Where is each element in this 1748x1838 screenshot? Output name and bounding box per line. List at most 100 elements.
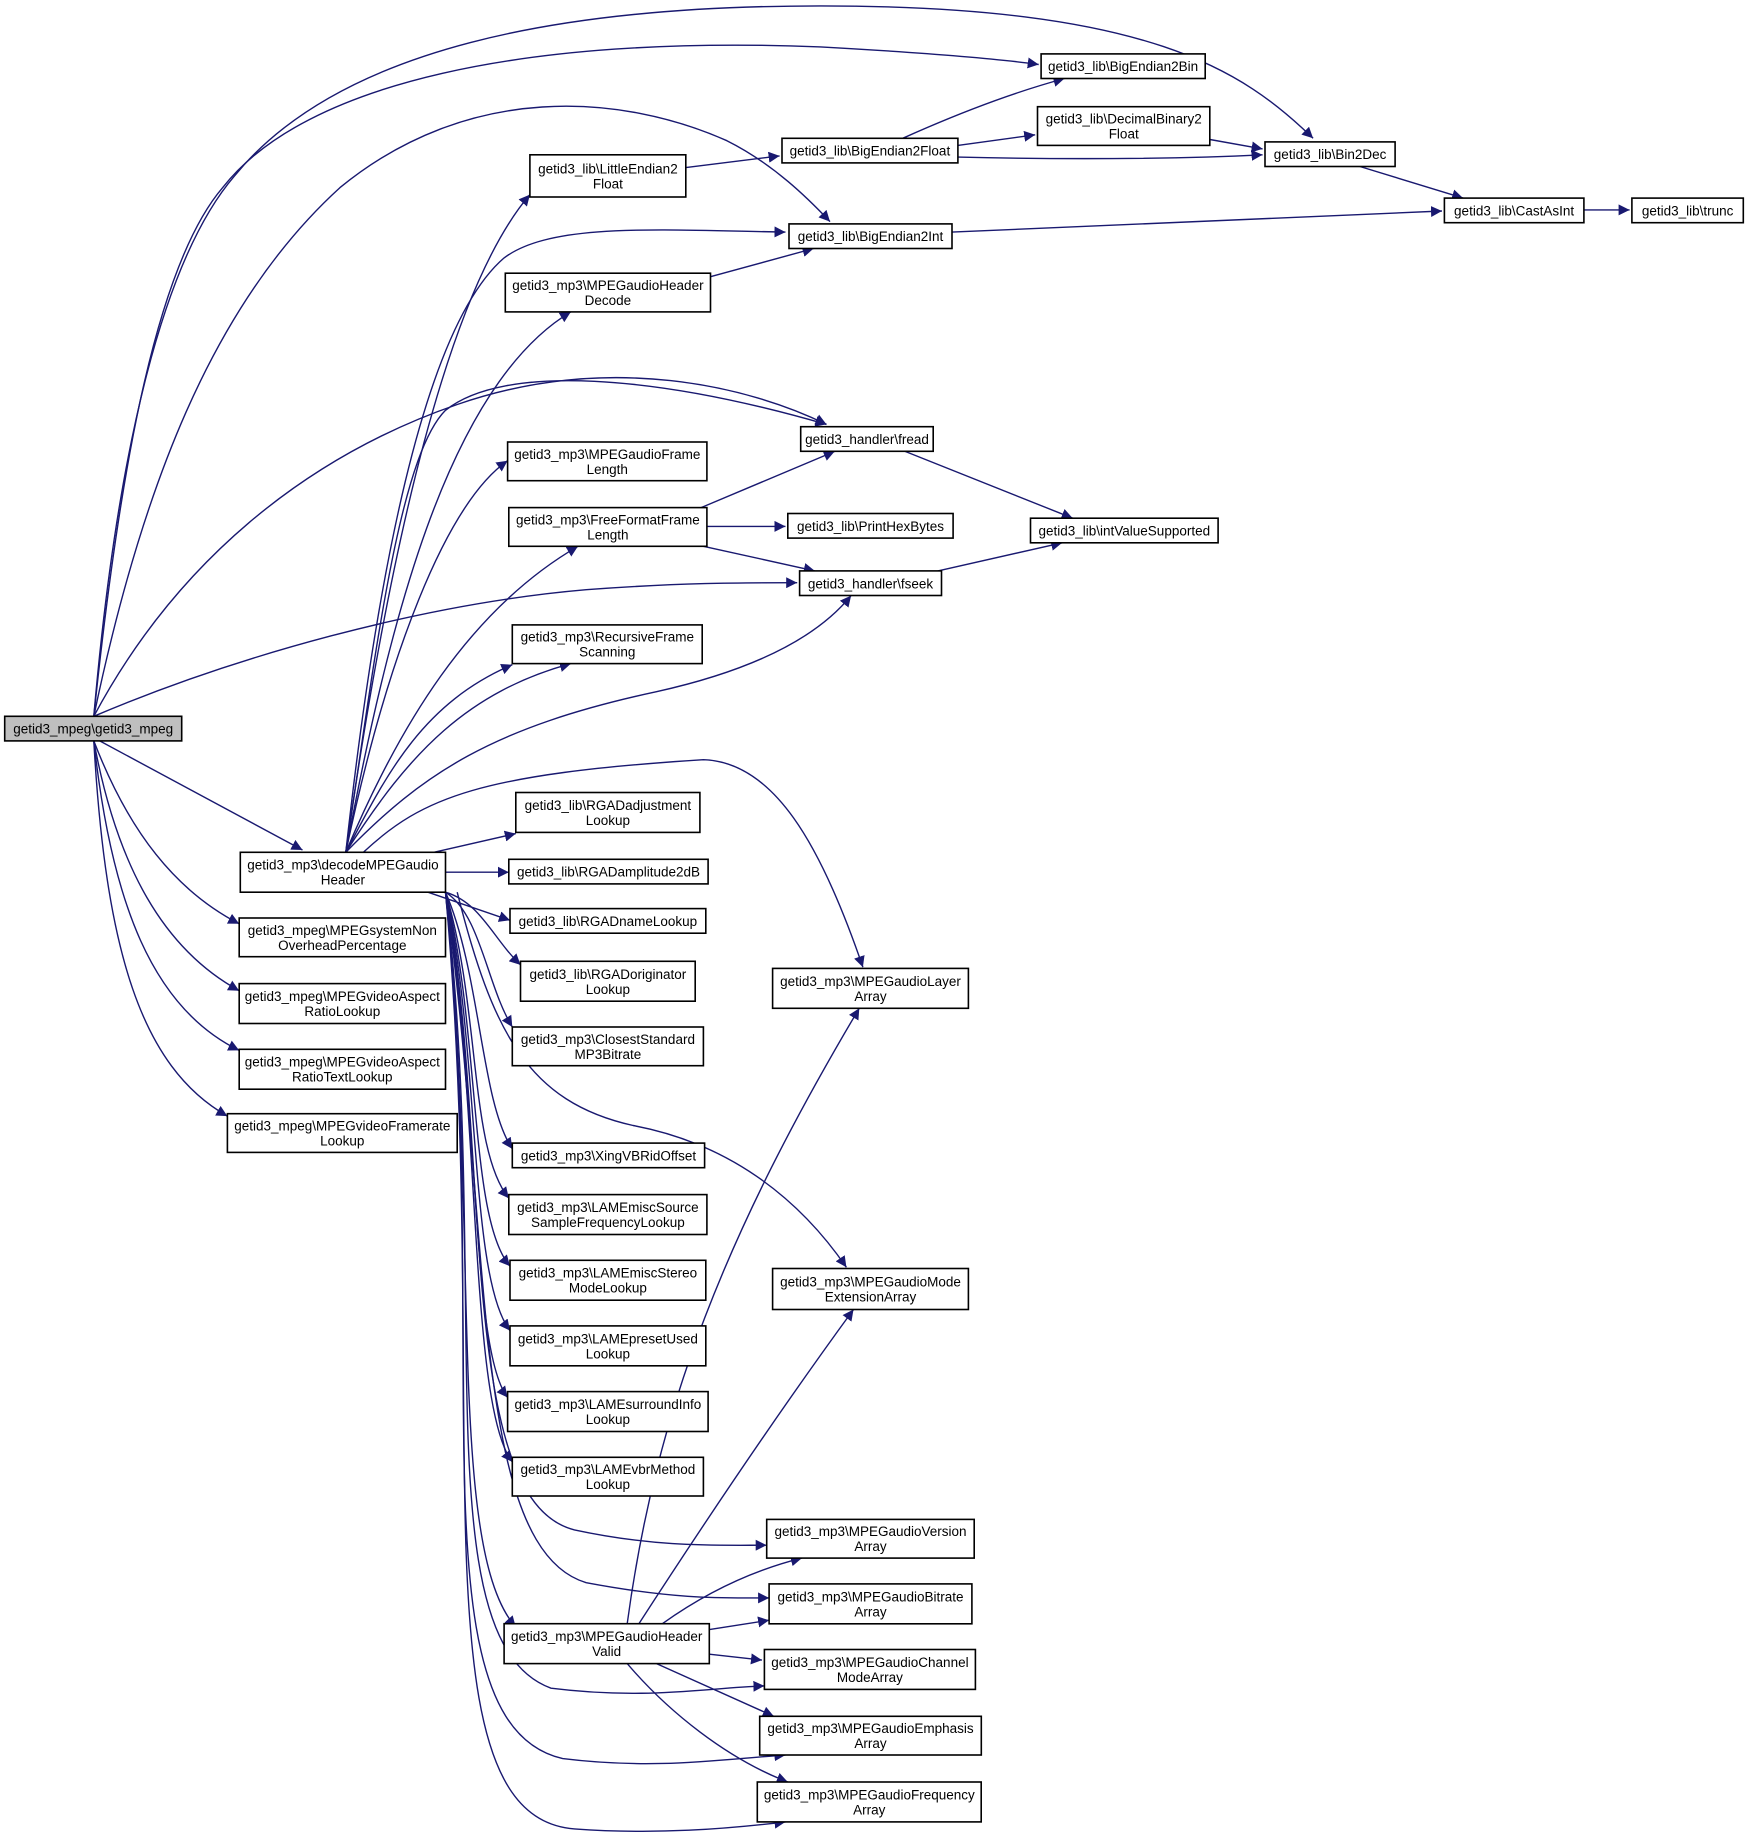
node-box-mpegaudioemphasisarray [758, 1715, 983, 1756]
node-label-mpegvideoaspectratiotextlookup-0: getid3_mpeg\MPEGvideoAspect [245, 1055, 440, 1070]
edge-decodempegaudioheader-to-rgadnamelookup [427, 891, 511, 922]
node-label-xingvbridoffset-0: getid3_mp3\XingVBRidOffset [521, 1148, 697, 1163]
node-box-mpegvideoframeratelookup [226, 1112, 458, 1154]
node-xingvbridoffset[interactable]: getid3_mp3\XingVBRidOffset [511, 1142, 706, 1169]
edge-mpegaudioheadervalid-to-mpegaudioemphasisarray [656, 1662, 775, 1717]
node-box-mpegaudioversionarray [765, 1518, 976, 1559]
node-bigendian2bin[interactable]: getid3_lib\BigEndian2Bin [1040, 53, 1206, 80]
node-box-lamemiscstereo [509, 1259, 707, 1302]
node-root[interactable]: getid3_mpeg\getid3_mpeg [3, 715, 183, 742]
node-rgadnamelookup[interactable]: getid3_lib\RGADnameLookup [509, 907, 707, 934]
node-box-rgadadjustmentlookup [514, 791, 701, 834]
node-box-recursiveframescanning [511, 624, 703, 665]
node-label-mpegaudiofrequencyarray-1: Array [853, 1802, 886, 1817]
edge-decodempegaudioheader-to-recursiveframescanning [345, 661, 572, 853]
node-label-lamevbrmethod-1: Lookup [586, 1477, 630, 1492]
node-box-lamemiscsource [507, 1193, 708, 1236]
node-label-lamepresetused-0: getid3_mp3\LAMEpresetUsed [518, 1331, 698, 1346]
node-label-trunc-0: getid3_lib\trunc [1642, 203, 1734, 218]
node-label-mpegvideoframeratelookup-0: getid3_mpeg\MPEGvideoFramerate [234, 1119, 450, 1134]
node-intvaluesupported[interactable]: getid3_lib\intValueSupported [1029, 517, 1219, 544]
node-trunc[interactable]: getid3_lib\trunc [1631, 197, 1745, 224]
node-label-mpegvideoaspectratiolookup-1: RatioLookup [304, 1004, 380, 1019]
node-label-fseek-0: getid3_handler\fseek [808, 576, 934, 591]
edge-freeformatframelength-to-fseek [703, 545, 815, 574]
node-box-root [3, 715, 183, 742]
node-box-rgadnamelookup [509, 907, 707, 934]
edge-littleendian2float-to-bigendian2float [685, 151, 780, 169]
node-bigendian2float[interactable]: getid3_lib\BigEndian2Float [781, 137, 959, 164]
node-label-decimalbinary2float-1: Float [1109, 127, 1139, 142]
node-box-castasint [1443, 197, 1585, 224]
node-fseek[interactable]: getid3_handler\fseek [798, 570, 943, 597]
node-printhexbytes[interactable]: getid3_lib\PrintHexBytes [786, 512, 954, 539]
node-mpegsystemnonoverhead[interactable]: getid3_mpeg\MPEGsystemNonOverheadPercent… [238, 917, 447, 958]
node-label-mpegaudiobitratearray-0: getid3_mp3\MPEGaudioBitrate [777, 1589, 963, 1604]
edge-freeformatframelength-to-fread [700, 450, 835, 509]
node-box-closeststandardmp3bitrate [511, 1026, 705, 1067]
node-label-mpegaudioheadervalid-0: getid3_mp3\MPEGaudioHeader [511, 1629, 703, 1644]
node-box-mpegaudioframelength [506, 441, 708, 482]
edge-decodempegaudioheader-to-mpegaudioframelength [345, 460, 509, 853]
node-castasint[interactable]: getid3_lib\CastAsInt [1443, 197, 1585, 224]
node-rgadamplitude2db[interactable]: getid3_lib\RGADamplitude2dB [507, 858, 709, 885]
node-label-mpegaudiomodeextension-0: getid3_mp3\MPEGaudioMode [780, 1275, 961, 1290]
edge-fseek-to-intvaluesupported [937, 539, 1063, 572]
edge-mpegaudioheadervalid-to-mpegaudiofrequencyarray [626, 1663, 789, 1784]
node-label-freeformatframelength-0: getid3_mp3\FreeFormatFrame [516, 513, 700, 528]
node-box-bin2dec [1264, 141, 1396, 168]
node-box-mpegaudiolayerarray [771, 967, 970, 1010]
node-box-rgadoriginatorlookup [519, 960, 696, 1002]
node-box-mpegaudioheaderdecode [504, 272, 712, 313]
edge-decodempegaudioheader-to-mpegaudioheaderdecode [345, 311, 572, 853]
node-box-mpegaudiochannelmodearray [763, 1648, 977, 1691]
node-label-littleendian2float-0: getid3_lib\LittleEndian2 [538, 161, 678, 176]
node-lamemiscsource[interactable]: getid3_mp3\LAMEmiscSourceSampleFrequency… [507, 1193, 708, 1236]
node-box-mpegaudiofrequencyarray [756, 1781, 982, 1823]
node-box-mpegvideoaspectratiotextlookup [238, 1048, 447, 1091]
edge-decimalbinary2float-to-bin2dec [1209, 138, 1263, 153]
node-label-decodempegaudioheader-1: Header [321, 873, 366, 888]
node-bigendian2int[interactable]: getid3_lib\BigEndian2Int [788, 223, 953, 250]
node-fread[interactable]: getid3_handler\fread [799, 425, 935, 453]
node-box-decimalbinary2float [1036, 105, 1211, 147]
node-label-bigendian2bin-0: getid3_lib\BigEndian2Bin [1048, 59, 1198, 74]
node-box-fseek [798, 570, 943, 597]
edge-decodempegaudioheader-to-rgadadjustmentlookup [433, 830, 516, 853]
edge-bigendian2int-to-castasint [951, 205, 1443, 233]
edge-decodempegaudioheader-to-lamepresetused [444, 892, 511, 1332]
edge-decodempegaudioheader-to-mpegaudiobitratearray [444, 892, 770, 1604]
node-box-lamesurroundinfo [506, 1390, 709, 1433]
edge-mpegaudioheadervalid-to-mpegaudiobitratearray [709, 1616, 770, 1631]
node-mpegvideoaspectratiotextlookup[interactable]: getid3_mpeg\MPEGvideoAspectRatioTextLook… [238, 1048, 447, 1091]
node-label-mpegaudiochannelmodearray-1: ModeArray [837, 1670, 903, 1685]
node-label-mpegaudioemphasisarray-1: Array [854, 1736, 887, 1751]
node-bin2dec[interactable]: getid3_lib\Bin2Dec [1264, 141, 1396, 168]
node-label-mpegaudiobitratearray-1: Array [854, 1604, 887, 1619]
node-label-lamevbrmethod-0: getid3_mp3\LAMEvbrMethod [520, 1462, 695, 1477]
